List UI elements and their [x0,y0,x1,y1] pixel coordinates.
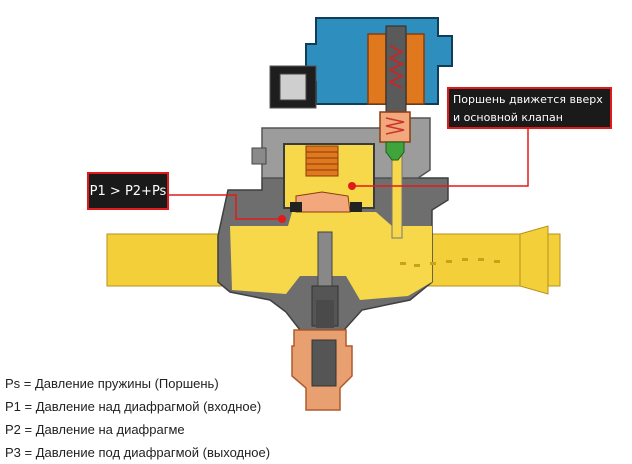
diaphragm-coil-windings [306,151,338,171]
legend-item-p1: P1 = Давление над диафрагмой (входное) [5,399,262,414]
seat-left [290,202,302,212]
coil-connector-inner [279,73,307,101]
bottom-fitting-core [311,339,337,387]
cover-bolt-left [251,147,267,165]
pilot-valve [385,141,405,161]
pilot-channel [391,149,403,239]
legend-item-ps: Ps = Давление пружины (Поршень) [5,376,219,391]
solenoid-coil-left [367,33,387,105]
plunger-spring [385,117,405,135]
solenoid-coil-right [405,33,425,105]
seat-right [350,202,362,212]
diaphragm [295,191,351,213]
legend-item-p3: P3 = Давление под диафрагмой (выходное) [5,445,271,460]
solenoid-core [385,25,407,113]
flow-indicators [400,258,500,267]
diaphragm-coil [305,145,339,177]
inlet-pipe [106,233,238,287]
p1-leader-line [165,194,282,220]
piston-note-callout: Поршень движется вверх и основной клапан… [447,87,612,142]
outlet-pipe-flare [519,225,549,295]
plunger-tube [379,111,411,143]
pressure-legend: Ps = Давление пружины (Поршень) P1 = Дав… [5,372,270,464]
main-stem [317,231,333,293]
legend-item-p2: P2 = Давление на диафрагме [5,422,185,437]
core-spring [388,45,404,89]
pressure-relation-callout: P1 > P2+Ps [87,172,169,210]
stem-thread [316,300,334,328]
